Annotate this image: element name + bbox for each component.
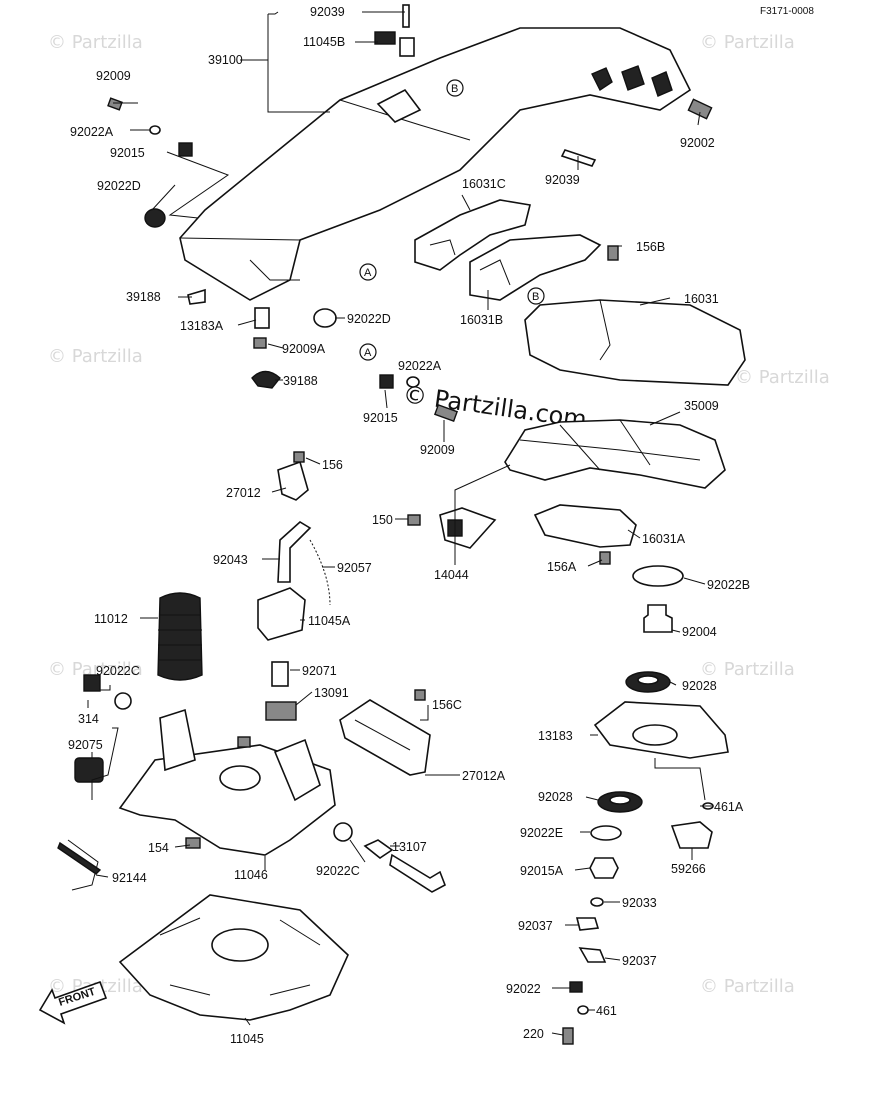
- watermark: © Partzilla: [700, 659, 795, 680]
- figure-code: F3171-0008: [760, 6, 814, 17]
- part-label: 92022: [506, 982, 541, 996]
- part-label: 27012A: [462, 769, 506, 783]
- part-label: 92009: [420, 443, 455, 457]
- bracket-27012: [277, 451, 309, 501]
- part-label: 27012: [226, 486, 261, 500]
- part-label: 16031B: [460, 313, 503, 327]
- part-label: 92022A: [398, 359, 442, 373]
- part-label: 39188: [126, 290, 161, 304]
- part-label: 14044: [434, 568, 469, 582]
- bracket-16031c: [414, 199, 531, 271]
- part-label: 35009: [684, 399, 719, 413]
- part-label: 13183A: [180, 319, 224, 333]
- ref-tag-b: B: [532, 291, 539, 303]
- cable-92043: [277, 521, 331, 606]
- part-label: 220: [523, 1027, 544, 1041]
- leader-lines: [87, 11, 712, 1036]
- part-label: 92057: [337, 561, 372, 575]
- part-label: 92022C: [96, 664, 140, 678]
- part-label: 92015: [110, 146, 145, 160]
- reference-tags: B A B A: [359, 79, 545, 361]
- part-label: 461: [596, 1004, 617, 1018]
- part-label: 16031C: [462, 177, 506, 191]
- pad-16031: [524, 245, 746, 386]
- part-label: 11012: [94, 612, 128, 626]
- base-11046: [118, 708, 336, 856]
- bracket-14044: [407, 507, 497, 549]
- part-label: 92037: [518, 919, 553, 933]
- bolt-13107: [333, 822, 446, 893]
- part-label: 156: [322, 458, 343, 472]
- part-label: 16031A: [642, 532, 686, 546]
- bracket-16031b: [469, 234, 602, 301]
- part-label: 92039: [310, 5, 345, 19]
- part-label: 11045A: [308, 614, 351, 628]
- part-label: 92022D: [347, 312, 391, 326]
- part-label: 92022E: [520, 826, 563, 840]
- spring-92144: [57, 839, 102, 891]
- part-label: 92022D: [97, 179, 141, 193]
- plate-11045: [118, 894, 349, 1021]
- part-label: 154: [148, 841, 169, 855]
- boot-11012: [157, 592, 203, 681]
- part-label: 92037: [622, 954, 657, 968]
- cover-39100: [179, 27, 692, 301]
- watermark: © Partzilla: [48, 346, 143, 367]
- part-label: 92015: [363, 411, 398, 425]
- part-label: 92022C: [316, 864, 360, 878]
- right-column-parts: [562, 551, 729, 1045]
- ref-tag-a: A: [364, 267, 372, 279]
- part-label: 92015A: [520, 864, 564, 878]
- part-label: 92075: [68, 738, 103, 752]
- watermark: © Partzilla: [700, 32, 795, 53]
- left-small-parts: [74, 661, 297, 783]
- part-label: 39100: [208, 53, 243, 67]
- part-label: 11046: [234, 868, 268, 882]
- part-label: 156A: [547, 560, 577, 574]
- ref-tag-b: B: [451, 83, 458, 95]
- part-label: 92022B: [707, 578, 750, 592]
- part-label: 314: [78, 712, 99, 726]
- part-label: 13183: [538, 729, 573, 743]
- block-16031a: [533, 504, 637, 548]
- part-label: 92028: [682, 679, 717, 693]
- watermark: © Partzilla: [48, 32, 143, 53]
- part-label: 461A: [714, 800, 744, 814]
- frame-35009: [504, 419, 726, 489]
- part-label: 92022A: [70, 125, 114, 139]
- part-label: 59266: [671, 862, 706, 876]
- part-label: 13107: [392, 840, 427, 854]
- part-label: 92028: [538, 790, 573, 804]
- part-label: 92009A: [282, 342, 326, 356]
- part-label: 92043: [213, 553, 248, 567]
- part-labels: 92039 11045B 39100 92009 92022A 92015 92…: [68, 5, 750, 1046]
- part-label: 156C: [432, 698, 462, 712]
- part-label: 92004: [682, 625, 717, 639]
- part-label: 39188: [283, 374, 318, 388]
- part-label: 92009: [96, 69, 131, 83]
- part-label: 13091: [314, 686, 349, 700]
- holder-11045a: [257, 587, 306, 641]
- part-label: 11045B: [303, 35, 345, 49]
- part-label: 16031: [684, 292, 719, 306]
- part-label: 92033: [622, 896, 657, 910]
- part-label: 92002: [680, 136, 715, 150]
- watermark: © Partzilla: [735, 367, 830, 388]
- part-label: 92071: [302, 664, 337, 678]
- part-label: 92039: [545, 173, 580, 187]
- watermark: © Partzilla: [48, 659, 143, 680]
- top-fasteners: [107, 4, 713, 423]
- handle-27012a: [339, 689, 431, 776]
- watermark: © Partzilla: [700, 976, 795, 997]
- part-label: 11045: [230, 1032, 264, 1046]
- ref-tag-a: A: [364, 347, 372, 359]
- part-label: 92144: [112, 871, 147, 885]
- part-label: 150: [372, 513, 393, 527]
- part-label: 156B: [636, 240, 665, 254]
